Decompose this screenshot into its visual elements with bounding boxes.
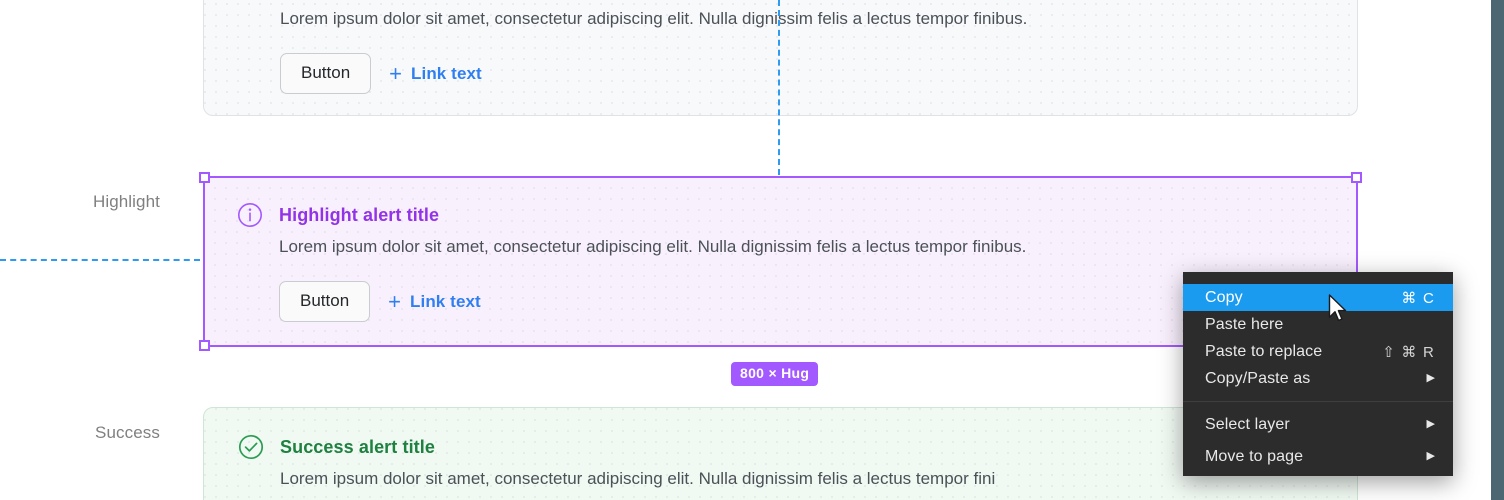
- alert-description: Lorem ipsum dolor sit amet, consectetur …: [279, 237, 1027, 256]
- context-menu-item-copy-paste-as[interactable]: Copy/Paste as ▶: [1183, 365, 1453, 392]
- alert-body: Lorem ipsum dolor sit amet, consectetur …: [266, 7, 1325, 94]
- context-menu-separator: [1183, 401, 1453, 402]
- horizontal-guide-line: [0, 259, 200, 261]
- alert-card-default[interactable]: Lorem ipsum dolor sit amet, consectetur …: [203, 0, 1358, 116]
- submenu-arrow-icon: ▶: [1426, 372, 1435, 384]
- check-circle-icon: [236, 432, 266, 462]
- context-menu-item-label: Select layer: [1205, 415, 1290, 433]
- alert-body: Success alert title Lorem ipsum dolor si…: [266, 434, 1325, 491]
- alert-content: Lorem ipsum dolor sit amet, consectetur …: [236, 7, 1325, 94]
- context-menu-item-copy[interactable]: Copy ⌘ C: [1183, 284, 1453, 311]
- plus-icon: +: [389, 60, 403, 86]
- alert-body: Highlight alert title Lorem ipsum dolor …: [265, 202, 1326, 322]
- row-label-highlight: Highlight: [92, 192, 160, 211]
- app-edge-strip: [1491, 0, 1504, 500]
- context-menu-item-select-layer[interactable]: Select layer ▶: [1183, 411, 1453, 438]
- info-circle-icon: [236, 5, 266, 35]
- context-menu-item-label: Copy: [1205, 288, 1243, 306]
- row-label-success: Success: [95, 423, 160, 442]
- alert-title: Success alert title: [280, 437, 435, 457]
- alert-description: Lorem ipsum dolor sit amet, consectetur …: [280, 9, 1028, 28]
- context-menu-item-label: Paste here: [1205, 315, 1284, 333]
- context-menu[interactable]: Copy ⌘ C Paste here Paste to replace ⇧ ⌘…: [1183, 272, 1453, 476]
- alert-button[interactable]: Button: [280, 53, 372, 94]
- context-menu-item-shortcut: ⌘ C: [1401, 289, 1435, 307]
- alert-actions: Button + Link text: [280, 53, 1325, 94]
- plus-icon: +: [388, 288, 402, 314]
- alert-link[interactable]: + Link text: [389, 60, 482, 86]
- context-menu-item-shortcut: ⇧ ⌘ R: [1382, 343, 1435, 361]
- vertical-guide-line: [778, 0, 780, 175]
- size-badge: 800 × Hug: [731, 362, 819, 386]
- alert-title: Highlight alert title: [279, 205, 440, 225]
- alert-link-label: Link text: [411, 63, 482, 83]
- info-circle-icon: [235, 200, 265, 230]
- alert-card-highlight[interactable]: Highlight alert title Lorem ipsum dolor …: [203, 176, 1358, 347]
- alert-description: Lorem ipsum dolor sit amet, consectetur …: [280, 469, 996, 488]
- alert-actions: Button + Link text: [279, 281, 1326, 322]
- context-menu-item-paste-to-replace[interactable]: Paste to replace ⇧ ⌘ R: [1183, 338, 1453, 365]
- context-menu-item-paste-here[interactable]: Paste here: [1183, 311, 1453, 338]
- alert-link-label: Link text: [410, 291, 481, 311]
- alert-link[interactable]: + Link text: [388, 288, 481, 314]
- alert-card-success[interactable]: Success alert title Lorem ipsum dolor si…: [203, 407, 1358, 500]
- submenu-arrow-icon: ▶: [1426, 418, 1435, 430]
- context-menu-item-label: Move to page: [1205, 447, 1304, 465]
- alert-content: Highlight alert title Lorem ipsum dolor …: [235, 202, 1326, 322]
- context-menu-item-label: Paste to replace: [1205, 342, 1323, 360]
- context-menu-item-move-to-page[interactable]: Move to page ▶: [1183, 443, 1453, 470]
- submenu-arrow-icon: ▶: [1426, 450, 1435, 462]
- alert-content: Success alert title Lorem ipsum dolor si…: [236, 434, 1325, 491]
- context-menu-item-label: Copy/Paste as: [1205, 369, 1311, 387]
- alert-button[interactable]: Button: [279, 281, 371, 322]
